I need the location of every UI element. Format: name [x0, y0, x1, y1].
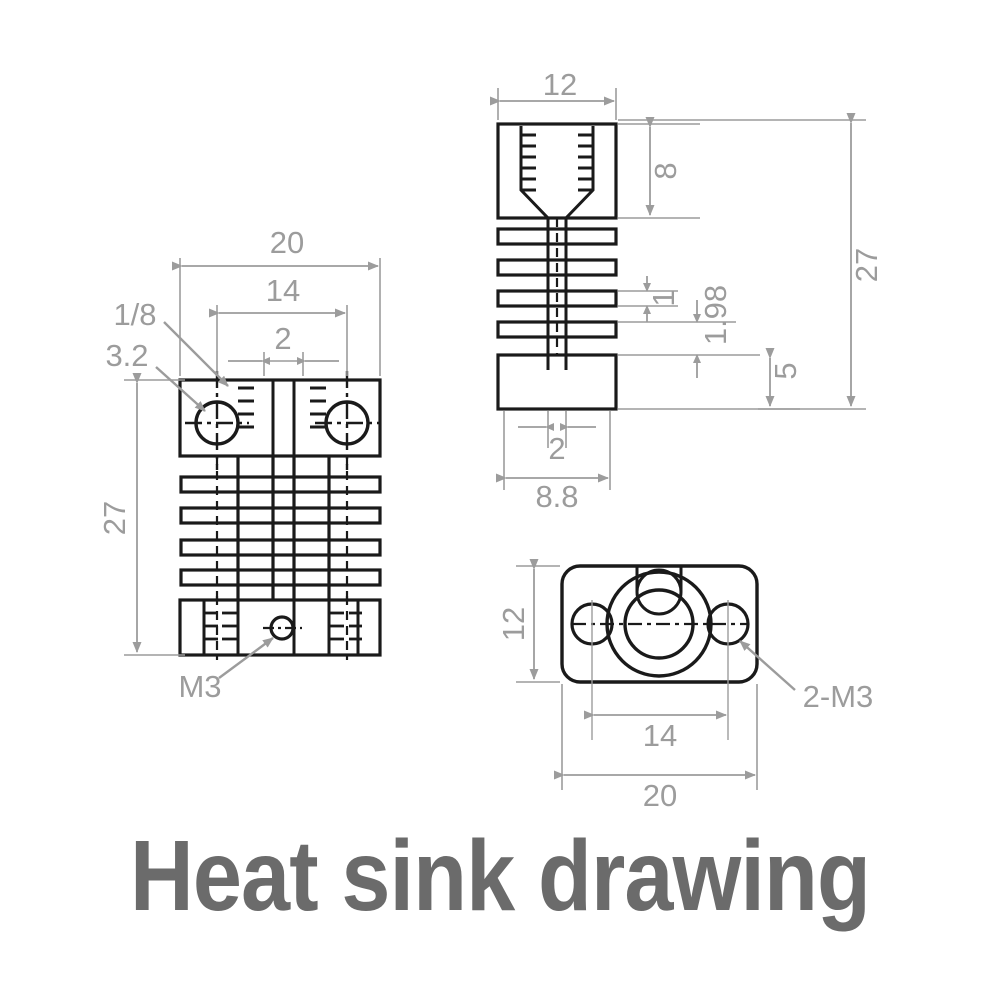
front-dim-14: 14 [209, 273, 348, 376]
side-dim-1-label: 1 [646, 289, 681, 306]
front-dim-27: 27 [97, 373, 185, 656]
front-leader-3-2: 3.2 [105, 338, 206, 412]
front-bottom-block [178, 596, 382, 660]
front-left-thread-ticks [238, 386, 254, 429]
side-bottom-block-outline [496, 353, 618, 411]
top-dim-12: 12 [496, 559, 560, 683]
drawing-title: Heat sink drawing [130, 820, 870, 932]
front-right-hole [315, 371, 379, 470]
front-hidden-centerlines [215, 456, 349, 600]
side-fin-1 [496, 227, 618, 246]
front-dim-20: 20 [172, 225, 381, 376]
side-dim-8: 8 [618, 117, 700, 219]
front-fin-3 [179, 538, 382, 557]
top-dim-14: 14 [584, 710, 727, 753]
side-groove-right-ticks [578, 133, 593, 192]
side-fins [496, 227, 618, 339]
side-dim-12-label: 12 [543, 67, 577, 102]
front-fin-1 [179, 475, 382, 494]
side-dim-1: 1 [618, 276, 681, 322]
front-fin-2 [179, 506, 382, 525]
front-top-block-outline [178, 378, 382, 458]
front-leader-m3-label: M3 [178, 669, 221, 704]
side-fin-4 [496, 320, 618, 339]
front-leader-3-2-line [155, 366, 206, 412]
front-left-hole [185, 371, 249, 470]
front-fin-4 [179, 568, 382, 587]
side-top-block-outline [496, 122, 618, 220]
top-dim-14-label: 14 [643, 718, 677, 753]
front-leader-1-8-line [163, 321, 229, 387]
top-dim-12-label: 12 [496, 607, 531, 641]
side-bottom-block [496, 353, 618, 411]
side-top-block [496, 122, 618, 220]
side-dim-12: 12 [490, 67, 617, 120]
front-right-thread-ticks [310, 386, 326, 429]
front-leader-m3: M3 [178, 637, 274, 704]
top-view: 12 14 20 2-M3 [496, 559, 874, 813]
front-dim-27-label: 27 [97, 501, 132, 535]
front-leader-3-2-label: 3.2 [105, 338, 148, 373]
side-dim-88-label: 8.8 [535, 479, 578, 514]
side-view: 12 8 1 1.98 5 [490, 67, 884, 514]
front-dim-2: 2 [228, 321, 339, 376]
side-v-groove [519, 126, 595, 220]
side-dim-27: 27 [618, 113, 884, 410]
front-core-ribs [236, 456, 331, 600]
front-fins [179, 475, 382, 587]
front-bottom-block-outline [178, 598, 382, 657]
front-leader-m3-line [218, 637, 274, 679]
top-leader-2-m3: 2-M3 [739, 640, 874, 714]
side-dim-2: 2 [518, 411, 596, 466]
front-top-block [178, 378, 382, 458]
side-dim-27-label: 27 [849, 248, 884, 282]
front-dim-2-label: 2 [274, 321, 291, 356]
side-dim-88: 8.8 [496, 411, 611, 514]
front-leader-1-8: 1/8 [113, 297, 229, 387]
side-dim-198: 1.98 [618, 285, 760, 378]
top-dim-20-label: 20 [643, 778, 677, 813]
side-fin-2 [496, 258, 618, 277]
front-dim-20-label: 20 [270, 225, 304, 260]
front-leader-1-8-label: 1/8 [113, 297, 156, 332]
side-dim-2-label: 2 [548, 431, 565, 466]
top-leader-2-m3-label: 2-M3 [803, 679, 874, 714]
top-dim-20: 20 [554, 684, 758, 813]
side-dim-5-label: 5 [768, 362, 803, 379]
front-view: 20 14 2 27 1/8 [97, 225, 382, 704]
side-fin-3 [496, 289, 618, 308]
front-bottom-right-ticks [330, 611, 362, 641]
side-dim-5: 5 [758, 348, 803, 410]
side-dim-198-label: 1.98 [698, 285, 733, 345]
front-bottom-left-ticks [205, 611, 237, 641]
side-groove-left-ticks [521, 133, 536, 192]
side-dim-8-label: 8 [648, 162, 683, 179]
top-leader-2-m3-line [739, 640, 796, 691]
front-dim-14-label: 14 [266, 273, 300, 308]
top-view-outline [560, 564, 759, 684]
